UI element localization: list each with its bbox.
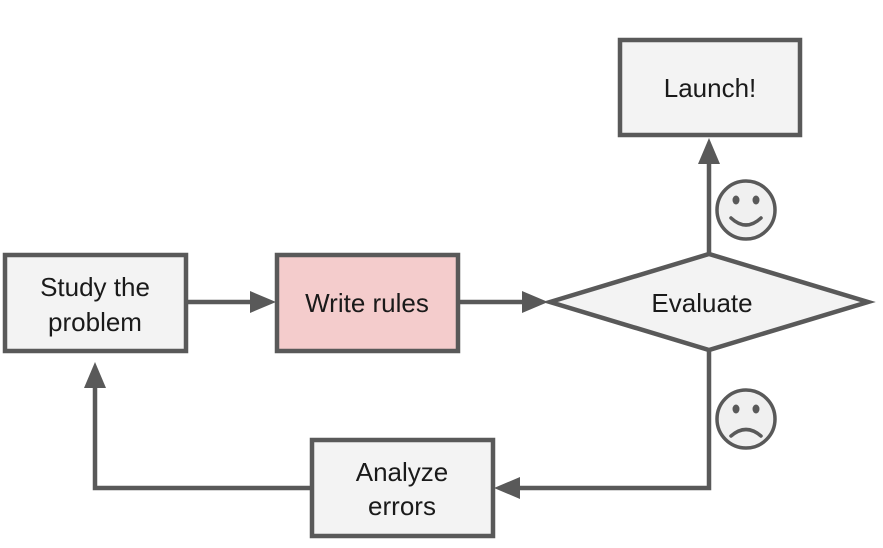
study-label-line2: problem [48, 307, 142, 337]
edge-analyze-to-study [92, 382, 312, 491]
node-evaluate: Evaluate [542, 251, 876, 353]
evaluate-label: Evaluate [651, 288, 752, 318]
node-analyze-errors: Analyze errors [309, 437, 496, 539]
write-rules-box [274, 252, 461, 354]
sad-face-icon [715, 388, 777, 450]
node-launch: Launch! [617, 37, 803, 138]
launch-box [617, 37, 803, 138]
arrowhead-to-study [84, 362, 106, 388]
node-study-problem: Study the problem [2, 252, 189, 354]
analyze-box [309, 437, 496, 539]
arrowhead-to-launch [698, 138, 720, 164]
study-label-line1: Study the [40, 272, 150, 302]
analyze-label-line1: Analyze [356, 457, 449, 487]
arrowhead-to-evaluate [522, 291, 548, 313]
happy-face-icon [715, 179, 777, 241]
study-box [2, 252, 189, 354]
analyze-label-line2: errors [368, 491, 436, 521]
write-rules-label: Write rules [305, 288, 429, 318]
launch-label: Launch! [664, 73, 757, 103]
arrowhead-to-analyze [494, 477, 520, 499]
evaluate-diamond [542, 251, 876, 353]
arrowhead-to-write [250, 291, 276, 313]
edge-evaluate-to-analyze [515, 350, 712, 491]
node-write-rules: Write rules [274, 252, 461, 354]
